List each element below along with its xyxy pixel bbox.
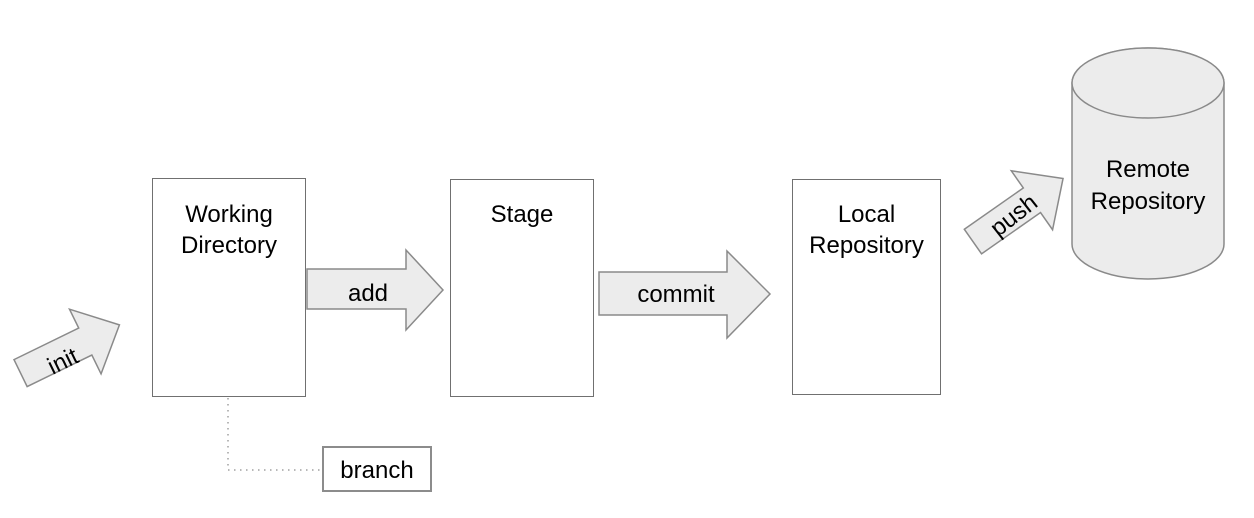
push-arrow [963,169,1064,255]
add-arrow [306,248,445,332]
push-arrow-shape [963,169,1064,255]
node-stage: Stage [450,179,594,397]
node-local-repository-label: Local Repository [809,201,924,259]
remote-repository-cylinder [1071,47,1225,280]
node-branch-label: branch [340,457,414,484]
node-local-repository: Local Repository [792,179,941,395]
node-working-directory-label: Working Directory [180,201,277,259]
commit-arrow-label: commit [637,281,715,308]
node-working-directory: Working Directory [152,178,306,397]
node-remote-repository-label: Remote Repository [1090,156,1206,215]
init-arrow [12,307,121,388]
node-stage-label: Stage [490,201,554,228]
cylinder-top [1071,47,1225,119]
branch-connector-line [227,398,321,471]
node-branch: branch [322,446,432,492]
init-arrow-shape [12,307,121,388]
add-arrow-label: add [347,280,389,307]
commit-arrow [598,249,772,340]
